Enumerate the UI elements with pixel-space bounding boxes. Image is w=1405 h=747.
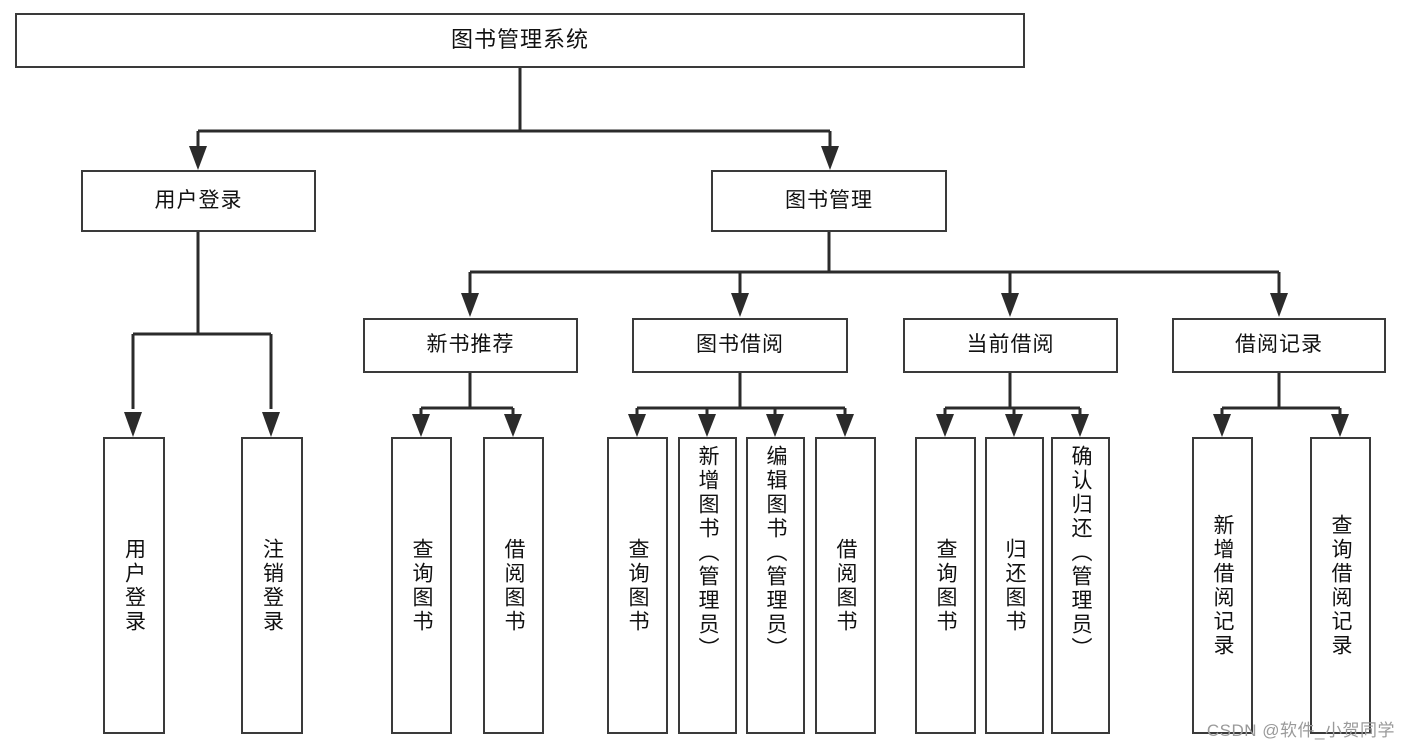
watermark: CSDN @软件_小贺同学 (1206, 721, 1395, 740)
node-label: 新增图书（管理员） (696, 445, 719, 661)
node-label: 新增借阅记录 (1211, 513, 1234, 658)
node-label: 查询借阅记录 (1329, 513, 1352, 658)
node-label: 注销登录 (260, 537, 284, 634)
leaf-add-borrow-record[interactable]: 新增借阅记录 (1192, 437, 1253, 734)
node-label: 图书借阅 (696, 333, 784, 357)
node-label: 借阅记录 (1235, 333, 1323, 357)
node-label: 确认归还（管理员） (1069, 445, 1092, 661)
node-label: 用户登录 (154, 188, 243, 212)
leaf-confirm-return-admin[interactable]: 确认归还（管理员） (1051, 437, 1110, 734)
leaf-query-book-borrow[interactable]: 查询图书 (607, 437, 668, 734)
node-label: 当前借阅 (966, 333, 1055, 357)
leaf-borrow-book-recommend[interactable]: 借阅图书 (483, 437, 544, 734)
leaf-user-login[interactable]: 用户登录 (103, 437, 165, 734)
node-label: 查询图书 (410, 537, 433, 634)
node-root-system[interactable]: 图书管理系统 (15, 13, 1025, 68)
node-label: 查询图书 (934, 537, 957, 634)
leaf-return-book[interactable]: 归还图书 (985, 437, 1044, 734)
leaf-edit-book-admin[interactable]: 编辑图书（管理员） (746, 437, 805, 734)
node-label: 归还图书 (1003, 537, 1026, 634)
node-current-borrow[interactable]: 当前借阅 (903, 318, 1118, 373)
node-label: 图书管理系统 (450, 27, 589, 53)
node-book-management[interactable]: 图书管理 (711, 170, 947, 232)
leaf-borrow-book[interactable]: 借阅图书 (815, 437, 876, 734)
leaf-query-book-current[interactable]: 查询图书 (915, 437, 976, 734)
node-label: 编辑图书（管理员） (764, 445, 787, 661)
leaf-query-book-recommend[interactable]: 查询图书 (391, 437, 452, 734)
node-label: 查询图书 (626, 537, 649, 634)
leaf-add-book-admin[interactable]: 新增图书（管理员） (678, 437, 737, 734)
node-book-borrow[interactable]: 图书借阅 (632, 318, 848, 373)
node-label: 借阅图书 (834, 537, 857, 634)
node-new-book-recommend[interactable]: 新书推荐 (363, 318, 578, 373)
leaf-query-borrow-record[interactable]: 查询借阅记录 (1310, 437, 1371, 734)
node-label: 图书管理 (785, 188, 873, 212)
node-label: 用户登录 (122, 537, 146, 634)
node-borrow-record[interactable]: 借阅记录 (1172, 318, 1386, 373)
leaf-logout[interactable]: 注销登录 (241, 437, 303, 734)
node-user-login[interactable]: 用户登录 (81, 170, 316, 232)
node-label: 借阅图书 (502, 537, 525, 634)
node-label: 新书推荐 (426, 333, 515, 357)
